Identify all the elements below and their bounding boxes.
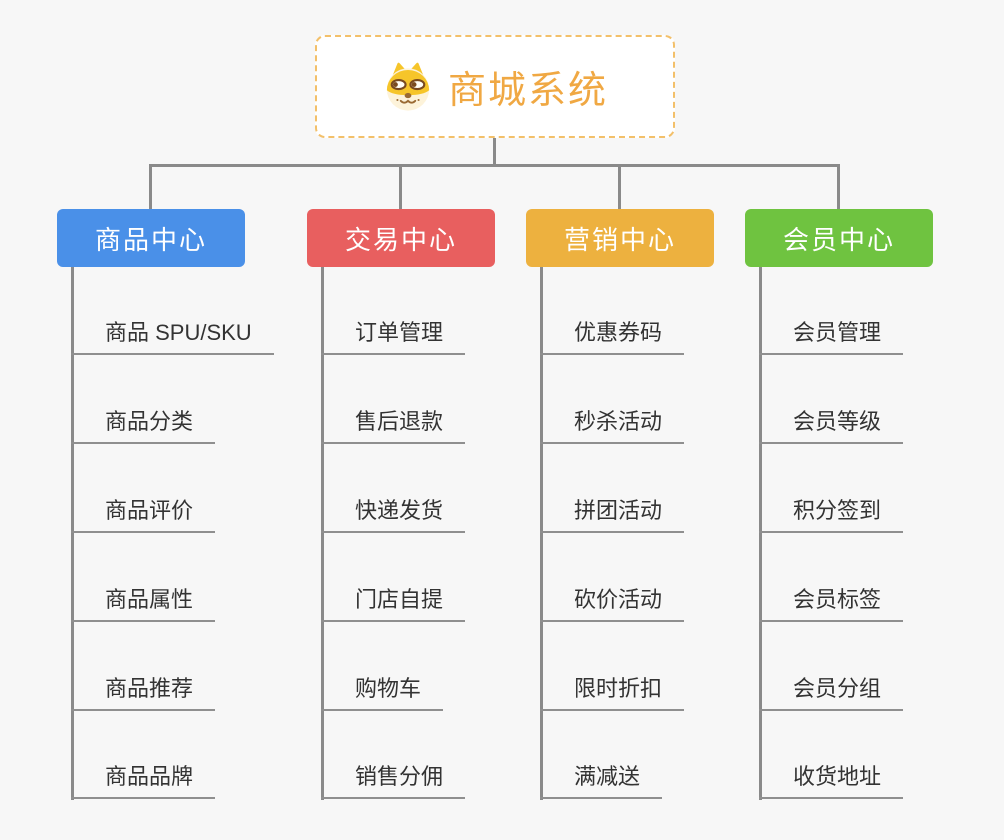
branch-node-marketing-center[interactable]: 营销中心: [526, 209, 714, 267]
leaf-node[interactable]: 积分签到: [759, 497, 904, 533]
leaf-node[interactable]: 会员等级: [759, 408, 904, 444]
connector-horizontal-bus: [149, 164, 840, 167]
leaf-node[interactable]: 满减送: [540, 763, 663, 799]
leaf-node[interactable]: 砍价活动: [540, 586, 685, 622]
leaf-node[interactable]: 商品属性: [71, 586, 216, 622]
leaf-node[interactable]: 优惠券码: [540, 319, 685, 355]
root-node-mall-system[interactable]: 商城系统: [315, 35, 675, 138]
leaf-node[interactable]: 快递发货: [321, 497, 466, 533]
connector-branch-trunk: [321, 266, 324, 800]
leaf-node[interactable]: 会员分组: [759, 675, 904, 711]
leaf-node[interactable]: 商品评价: [71, 497, 216, 533]
leaf-node[interactable]: 拼团活动: [540, 497, 685, 533]
connector-branch-stub: [837, 164, 840, 211]
branch-node-member-center[interactable]: 会员中心: [745, 209, 933, 267]
leaf-node[interactable]: 会员标签: [759, 586, 904, 622]
leaf-node[interactable]: 销售分佣: [321, 763, 466, 799]
leaf-node[interactable]: 限时折扣: [540, 675, 685, 711]
leaf-node[interactable]: 商品品牌: [71, 763, 216, 799]
connector-branch-stub: [618, 164, 621, 211]
connector-branch-trunk: [540, 266, 543, 800]
leaf-node[interactable]: 售后退款: [321, 408, 466, 444]
leaf-node[interactable]: 商品 SPU/SKU: [71, 319, 274, 355]
branch-node-product-center[interactable]: 商品中心: [57, 209, 245, 267]
leaf-node[interactable]: 购物车: [321, 675, 444, 711]
leaf-node[interactable]: 门店自提: [321, 586, 466, 622]
connector-branch-stub: [149, 164, 152, 211]
connector-branch-trunk: [759, 266, 762, 800]
leaf-node[interactable]: 收货地址: [759, 763, 904, 799]
leaf-node[interactable]: 商品分类: [71, 408, 216, 444]
branch-node-trade-center[interactable]: 交易中心: [307, 209, 495, 267]
connector-root-stem: [493, 137, 496, 167]
root-title: 商城系统: [447, 70, 608, 112]
leaf-node[interactable]: 订单管理: [321, 319, 466, 355]
connector-branch-stub: [399, 164, 402, 211]
leaf-node[interactable]: 秒杀活动: [540, 408, 685, 444]
connector-branch-trunk: [71, 266, 74, 800]
leaf-node[interactable]: 会员管理: [759, 319, 904, 355]
leaf-node[interactable]: 商品推荐: [71, 675, 216, 711]
dog-face-icon: [386, 62, 430, 111]
